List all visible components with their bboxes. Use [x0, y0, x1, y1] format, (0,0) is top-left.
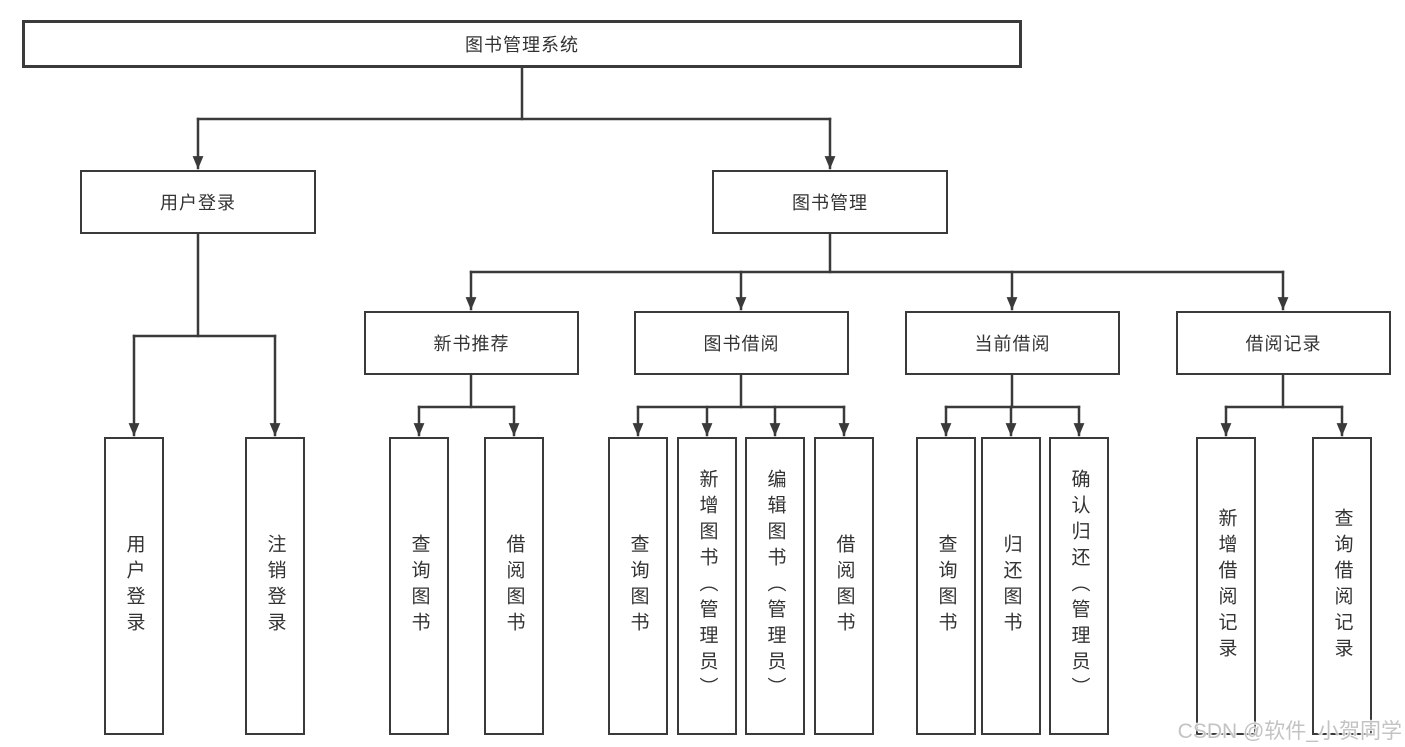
leaf-user-login: 用户登录 — [104, 437, 164, 735]
node-label: 用户登录 — [160, 193, 236, 213]
node-book-borrow: 图书借阅 — [634, 311, 849, 375]
leaf-borrow-books: 借阅图书 — [814, 437, 874, 735]
leaf-label: 编辑图书（管理员） — [764, 469, 786, 703]
leaf-label: 归还图书 — [1000, 534, 1022, 638]
leaf-add-book-admin: 新增图书（管理员） — [677, 437, 737, 735]
csdn-watermark: CSDN @软件_小贺同学 — [1177, 720, 1402, 743]
node-label: 图书借阅 — [703, 334, 780, 354]
leaf-label: 用户登录 — [123, 534, 145, 638]
leaf-label: 确认归还（管理员） — [1068, 469, 1090, 703]
leaf-query-books-current: 查询图书 — [916, 437, 976, 735]
node-current-borrow: 当前借阅 — [905, 311, 1120, 375]
leaf-label: 新增借阅记录 — [1215, 508, 1237, 664]
leaf-label: 查询借阅记录 — [1331, 508, 1353, 664]
leaf-borrow-books-recommend: 借阅图书 — [484, 437, 544, 735]
node-label: 当前借阅 — [974, 334, 1051, 354]
leaf-return-book: 归还图书 — [981, 437, 1041, 735]
leaf-query-borrow-record: 查询借阅记录 — [1312, 437, 1372, 735]
node-label: 图书管理 — [792, 193, 868, 213]
leaf-add-borrow-record: 新增借阅记录 — [1196, 437, 1256, 735]
leaf-label: 查询图书 — [627, 534, 649, 638]
node-library-management-system: 图书管理系统 — [22, 20, 1022, 68]
node-label: 借阅记录 — [1245, 334, 1322, 354]
node-user-login: 用户登录 — [80, 170, 316, 234]
leaf-logout: 注销登录 — [245, 437, 305, 735]
leaf-label: 借阅图书 — [503, 534, 525, 638]
leaf-label: 注销登录 — [264, 534, 286, 638]
node-book-management: 图书管理 — [712, 170, 948, 234]
leaf-label: 查询图书 — [408, 534, 430, 638]
leaf-label: 新增图书（管理员） — [696, 469, 718, 703]
node-new-book-recommend: 新书推荐 — [364, 311, 579, 375]
leaf-label: 查询图书 — [935, 534, 957, 638]
leaf-query-books-recommend: 查询图书 — [389, 437, 449, 735]
leaf-query-books-borrow: 查询图书 — [608, 437, 668, 735]
leaf-edit-book-admin: 编辑图书（管理员） — [745, 437, 805, 735]
node-label: 新书推荐 — [433, 334, 510, 354]
node-borrow-records: 借阅记录 — [1176, 311, 1391, 375]
node-label: 图书管理系统 — [465, 35, 579, 55]
leaf-confirm-return-admin: 确认归还（管理员） — [1049, 437, 1109, 735]
leaf-label: 借阅图书 — [833, 534, 855, 638]
